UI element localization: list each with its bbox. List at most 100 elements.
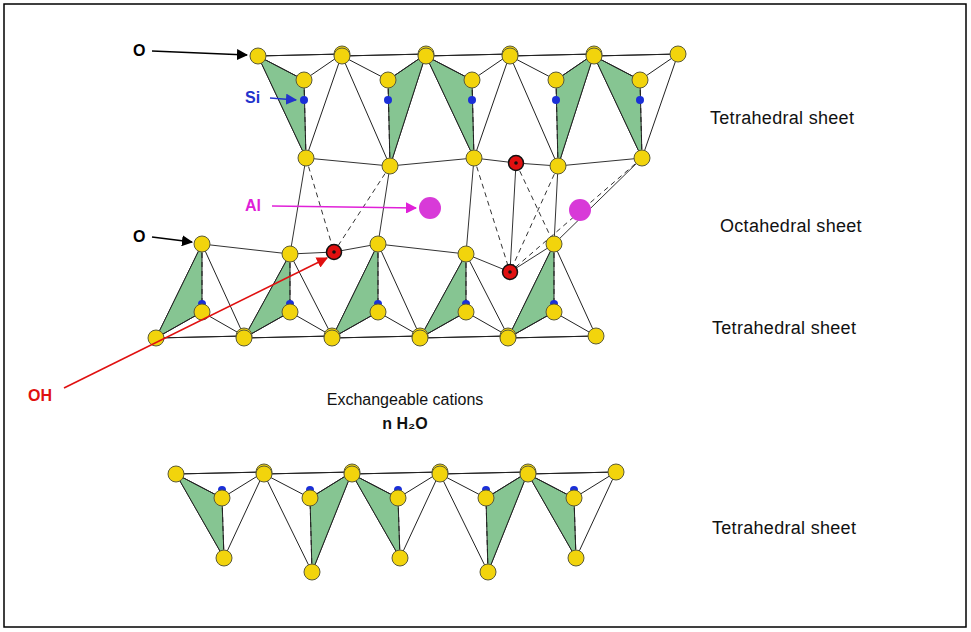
o-atom [502, 48, 518, 64]
structure [148, 46, 686, 580]
tetra-face [258, 56, 306, 158]
leader-line [152, 51, 247, 55]
o-atom [634, 150, 650, 166]
tetrahedron [426, 54, 510, 158]
oh-center [508, 270, 512, 274]
octahedron-edge [378, 166, 390, 244]
sheet-label: Tetrahedral sheet [712, 518, 856, 538]
si-atom [636, 96, 644, 104]
o-atom [500, 330, 516, 346]
octahedron-edge [554, 158, 642, 244]
al-atom [419, 197, 441, 219]
oh-group [503, 265, 518, 280]
tetrahedron [420, 254, 508, 338]
tetrahedron [342, 54, 426, 166]
o-atom [608, 464, 624, 480]
o-atom [148, 330, 164, 346]
o-atom [282, 246, 298, 262]
tetra-face [508, 244, 554, 338]
o-atom [324, 330, 340, 346]
tetra-face [556, 54, 594, 166]
o-atom [250, 48, 266, 64]
tetrahedra [156, 54, 678, 572]
o-atom [546, 304, 562, 320]
tetra-edge [574, 498, 576, 558]
o-atom [586, 48, 602, 64]
o-atom [216, 550, 232, 566]
oh-atom [509, 156, 524, 171]
al-atoms [419, 197, 591, 221]
tetra-edge [388, 80, 390, 166]
tetra-edge [222, 498, 224, 558]
octahedron-edge [202, 244, 290, 254]
o-atom [344, 466, 360, 482]
tetra-face [332, 244, 420, 338]
o-atom [298, 150, 314, 166]
octahedron-edge [516, 163, 554, 244]
tetra-face [264, 472, 352, 572]
o-atom [632, 72, 648, 88]
frame [4, 4, 966, 627]
tetra-face [352, 472, 440, 558]
tetrahedron [332, 244, 420, 338]
o-atom [432, 466, 448, 482]
o-atom [302, 490, 318, 506]
leader-line [272, 206, 416, 208]
o-atom [214, 490, 230, 506]
si-atom [384, 96, 392, 104]
tetra-face [388, 54, 426, 166]
octahedron-edge [466, 158, 474, 254]
o-atom [466, 150, 482, 166]
o-atom [520, 466, 536, 482]
octahedron-edge [306, 158, 334, 252]
tetra-face [420, 254, 508, 338]
tetrahedron [594, 54, 678, 158]
tetrahedron [510, 54, 594, 166]
tetra-face [176, 472, 264, 558]
o-atom [194, 236, 210, 252]
o-atom [588, 328, 604, 344]
o-atom [458, 246, 474, 262]
o-atom [370, 304, 386, 320]
tetra-face [528, 472, 616, 558]
tetra-face [310, 472, 352, 572]
o-atom [546, 236, 562, 252]
octahedron-edge [510, 158, 642, 272]
tetra-face [342, 54, 426, 166]
tetra-edge [304, 80, 306, 158]
tetra-face [594, 56, 642, 158]
tetrahedron [440, 472, 528, 572]
octahedron-edge [378, 244, 466, 254]
o-atom [480, 564, 496, 580]
tetrahedron [176, 472, 264, 558]
oh-center [332, 250, 336, 254]
o-atom [236, 330, 252, 346]
si-atom [552, 96, 560, 104]
octahedron-edge [390, 158, 474, 166]
tetra-edge [486, 498, 488, 572]
tetra-face [508, 244, 596, 338]
interlayer-label: n H₂O [290, 414, 520, 434]
atom-label: Si [245, 88, 260, 108]
o-atom [282, 304, 298, 320]
al-atom [569, 199, 591, 221]
octahedron-edge [306, 158, 390, 166]
oh-atom [327, 245, 342, 260]
sheet-label: Tetrahedral sheet [710, 108, 854, 128]
atom-label: O [133, 227, 145, 247]
tetra-edge [398, 498, 400, 558]
tetra-edge [310, 498, 312, 572]
tetrahedron [352, 472, 440, 558]
tetra-face [440, 472, 528, 572]
tetrahedron [264, 472, 352, 572]
octahedral-sheet [202, 158, 642, 272]
tetra-edge [640, 80, 642, 158]
o-atom [464, 72, 480, 88]
tetrahedron [528, 472, 616, 558]
sheet-label: Octahedral sheet [720, 216, 862, 236]
o-atom [168, 466, 184, 482]
tetra-face [594, 54, 678, 158]
octahedron-edge [334, 166, 390, 252]
o-atom [478, 490, 494, 506]
atom-label: Al [245, 196, 261, 216]
